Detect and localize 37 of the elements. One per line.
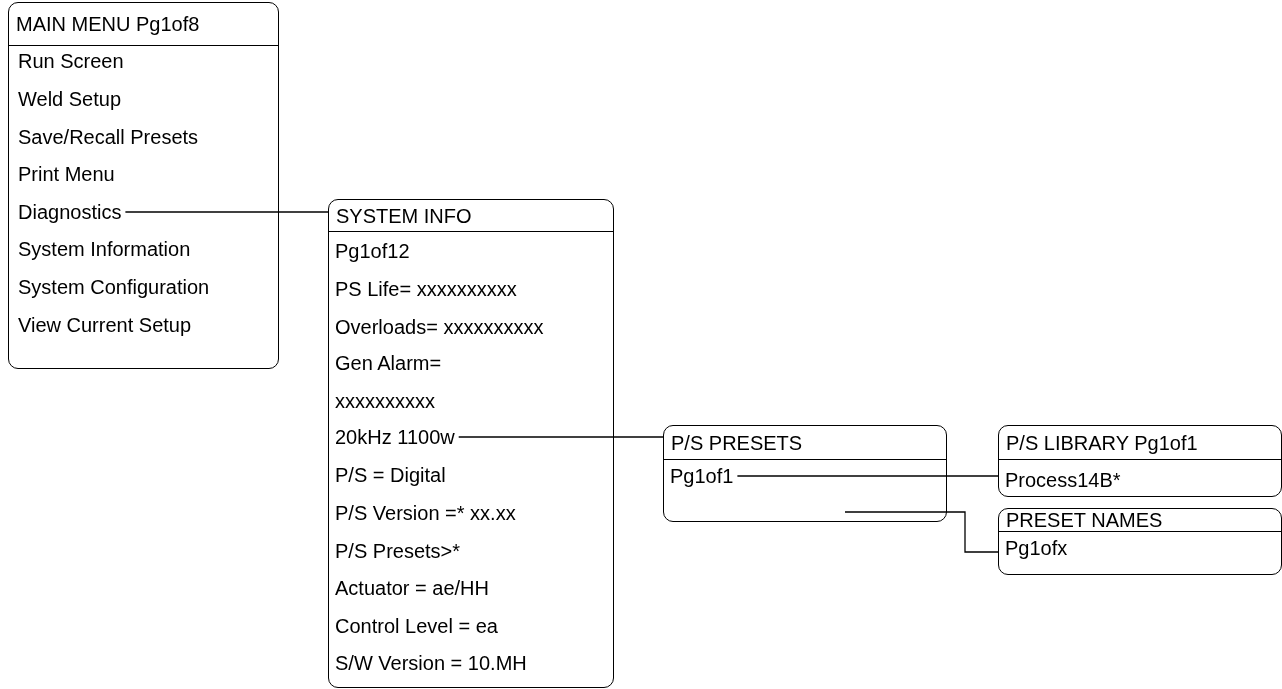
menu-item: Pg1ofx: [1005, 536, 1068, 560]
connector-line: [844, 511, 999, 553]
menu-item: Pg1of1: [670, 464, 734, 488]
menu-item: Weld Setup: [18, 87, 122, 111]
menu-title: P/S PRESETS: [664, 426, 946, 460]
menu-panel: [663, 425, 947, 522]
menu-title: P/S LIBRARY Pg1of1: [999, 426, 1281, 460]
menu-item: 20kHz 1100w: [335, 425, 455, 449]
menu-item: View Current Setup: [18, 313, 192, 337]
menu-item: P/S Version =* xx.xx: [335, 501, 516, 525]
menu-item: P/S = Digital: [335, 463, 446, 487]
menu-panel: [8, 2, 279, 369]
connector-line: [736, 475, 999, 477]
menu-title: MAIN MENU Pg1of8: [9, 3, 278, 46]
menu-item: Process14B*: [1005, 468, 1121, 492]
menu-title: SYSTEM INFO: [329, 200, 613, 232]
menu-item: P/S Presets>*: [335, 539, 461, 563]
menu-panel: [328, 199, 614, 688]
menu-item: Run Screen: [18, 49, 124, 73]
menu-item: Gen Alarm=: [335, 351, 442, 375]
menu-item: Save/Recall Presets: [18, 125, 199, 149]
connector-line: [458, 436, 664, 438]
menu-item: PS Life= xxxxxxxxxx: [335, 277, 517, 301]
menu-title: PRESET NAMES: [999, 509, 1281, 532]
menu-item: System Configuration: [18, 275, 210, 299]
menu-panel: [998, 425, 1282, 497]
menu-panel: [998, 508, 1282, 575]
menu-item: Pg1of12: [335, 239, 410, 263]
menu-item: xxxxxxxxxx: [335, 389, 435, 413]
connector-line: [124, 211, 329, 213]
menu-item: Control Level = ea: [335, 614, 498, 638]
menu-item: Diagnostics: [18, 200, 122, 224]
menu-item: Print Menu: [18, 162, 115, 186]
menu-item: Overloads= xxxxxxxxxx: [335, 315, 544, 339]
menu-item: Actuator = ae/HH: [335, 576, 489, 600]
menu-item: System Information: [18, 237, 191, 261]
menu-item: S/W Version = 10.MH: [335, 651, 527, 675]
